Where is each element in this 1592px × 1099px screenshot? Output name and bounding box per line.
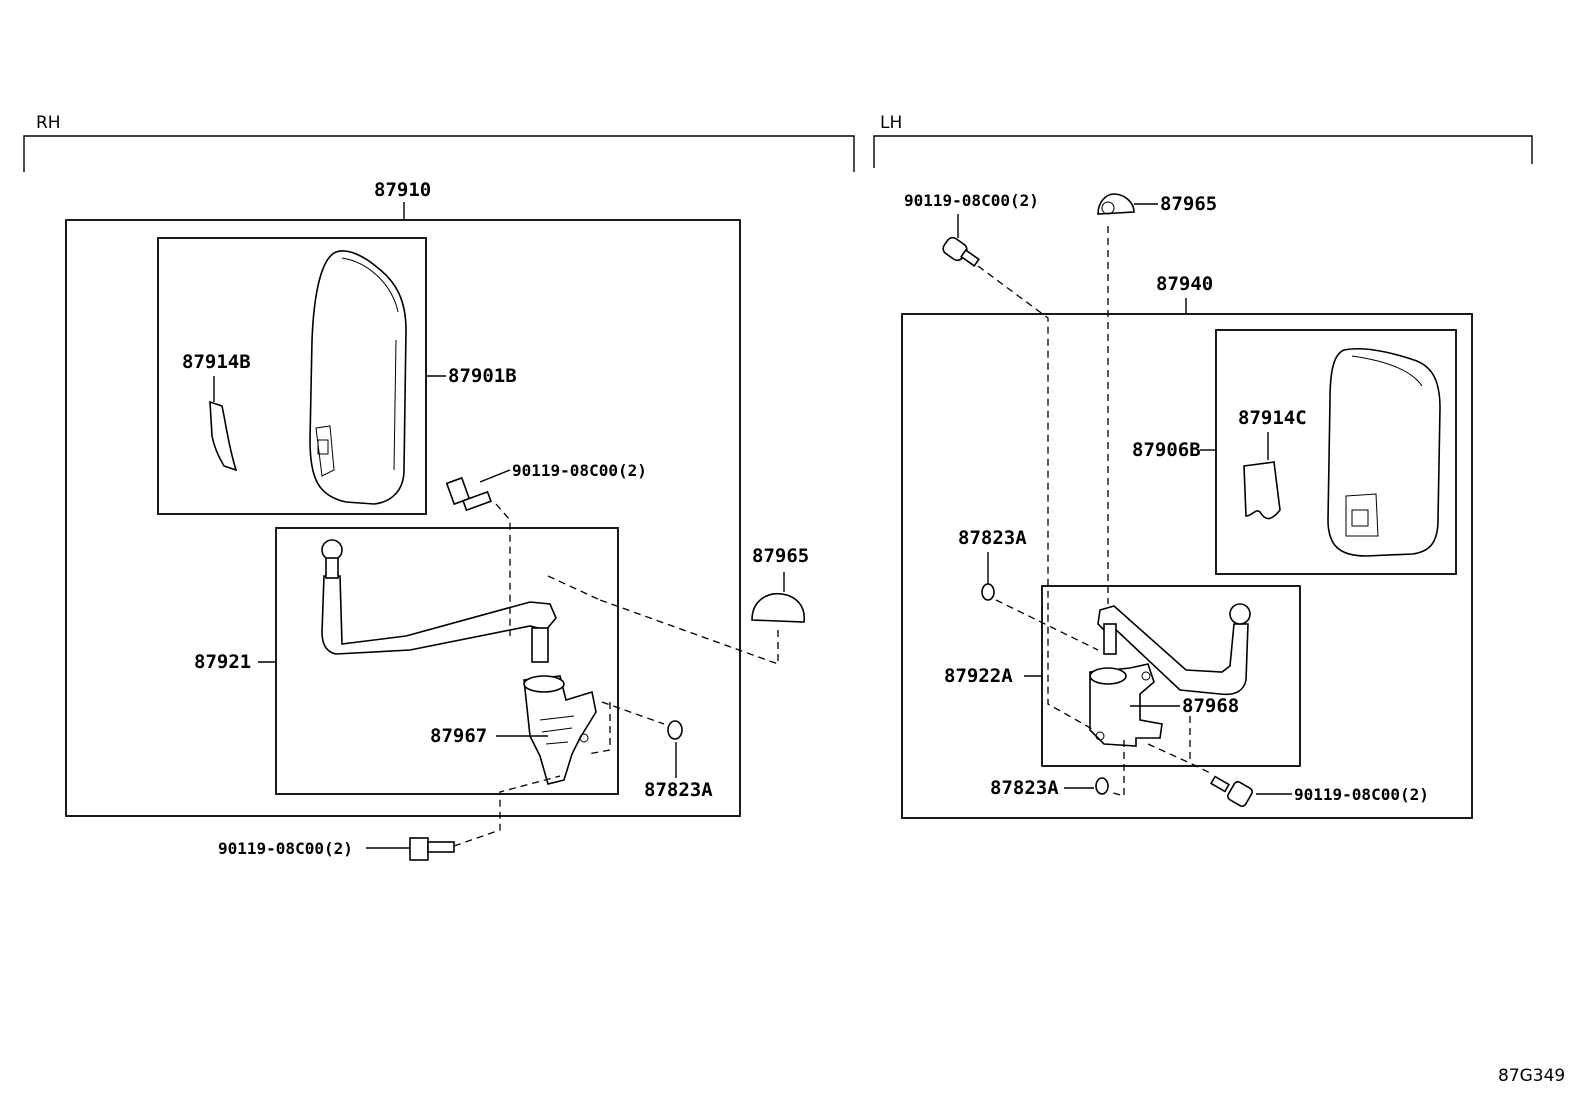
figure-code: 87G349 bbox=[1498, 1066, 1565, 1086]
rh-washer-number: 87823A bbox=[644, 779, 713, 801]
lh-lower-washer-number: 87823A bbox=[990, 777, 1059, 799]
rh-cover-number: 87914B bbox=[182, 351, 251, 373]
lh-bracket-drawing bbox=[1089, 663, 1163, 747]
lh-cover-drawing bbox=[1243, 461, 1281, 520]
rh-section-label: RH bbox=[36, 113, 61, 133]
rh-lower-bolt-drawing bbox=[409, 837, 455, 861]
lh-mirror-box bbox=[1215, 329, 1457, 575]
lh-section-label: LH bbox=[880, 113, 902, 133]
lh-upper-washer-number: 87823A bbox=[958, 527, 1027, 549]
lh-assembly-frame bbox=[901, 313, 1473, 819]
lh-stay-drawing bbox=[1097, 603, 1251, 696]
rh-upper-bolt-drawing bbox=[445, 476, 492, 512]
lh-upper-washer-drawing bbox=[981, 583, 995, 601]
rh-mirror-head-drawing bbox=[309, 250, 407, 505]
lh-lower-bolt-drawing bbox=[1209, 775, 1253, 807]
lh-mirror-head-drawing bbox=[1327, 347, 1441, 557]
lh-lower-washer-drawing bbox=[1095, 777, 1109, 795]
lh-assembly-number: 87940 bbox=[1156, 273, 1213, 295]
rh-assembly-group: 87910 87901B 87914B 87921 bbox=[65, 179, 741, 817]
rh-assembly-frame bbox=[65, 219, 741, 817]
rh-stay-box bbox=[275, 527, 619, 795]
rh-stay-drawing bbox=[321, 539, 557, 663]
rh-upper-bolt-number: 90119-08C00(2) bbox=[512, 461, 647, 480]
rh-section-bracket: RH bbox=[23, 113, 855, 172]
rh-bracket-number: 87967 bbox=[430, 725, 487, 747]
rh-bracket-drawing bbox=[523, 675, 597, 785]
lh-cover-number: 87914C bbox=[1238, 407, 1307, 429]
lh-assembly-group: 87940 87906B 87914C 87922A bbox=[901, 273, 1473, 819]
lh-lower-bolt-number: 90119-08C00(2) bbox=[1294, 785, 1429, 804]
rh-lower-bolt-number: 90119-08C00(2) bbox=[218, 839, 353, 858]
lh-upper-bolt-number: 90119-08C00(2) bbox=[904, 191, 1039, 210]
lh-mirror-number: 87906B bbox=[1132, 439, 1201, 461]
lh-section-bracket: LH bbox=[873, 113, 1533, 168]
rh-assembly-number: 87910 bbox=[374, 179, 431, 201]
lh-upper-bolt-drawing bbox=[942, 236, 980, 267]
lh-bracket-number: 87968 bbox=[1182, 695, 1239, 717]
rh-cover-drawing bbox=[209, 400, 238, 472]
rh-cap-number: 87965 bbox=[752, 545, 809, 567]
rh-stay-number: 87921 bbox=[194, 651, 251, 673]
rh-cap-drawing bbox=[751, 592, 806, 623]
lh-cap-number: 87965 bbox=[1160, 193, 1217, 215]
lh-stay-number: 87922A bbox=[944, 665, 1013, 687]
rh-mirror-number: 87901B bbox=[448, 365, 517, 387]
rh-washer-drawing bbox=[667, 720, 683, 740]
lh-cap-drawing bbox=[1097, 193, 1135, 215]
